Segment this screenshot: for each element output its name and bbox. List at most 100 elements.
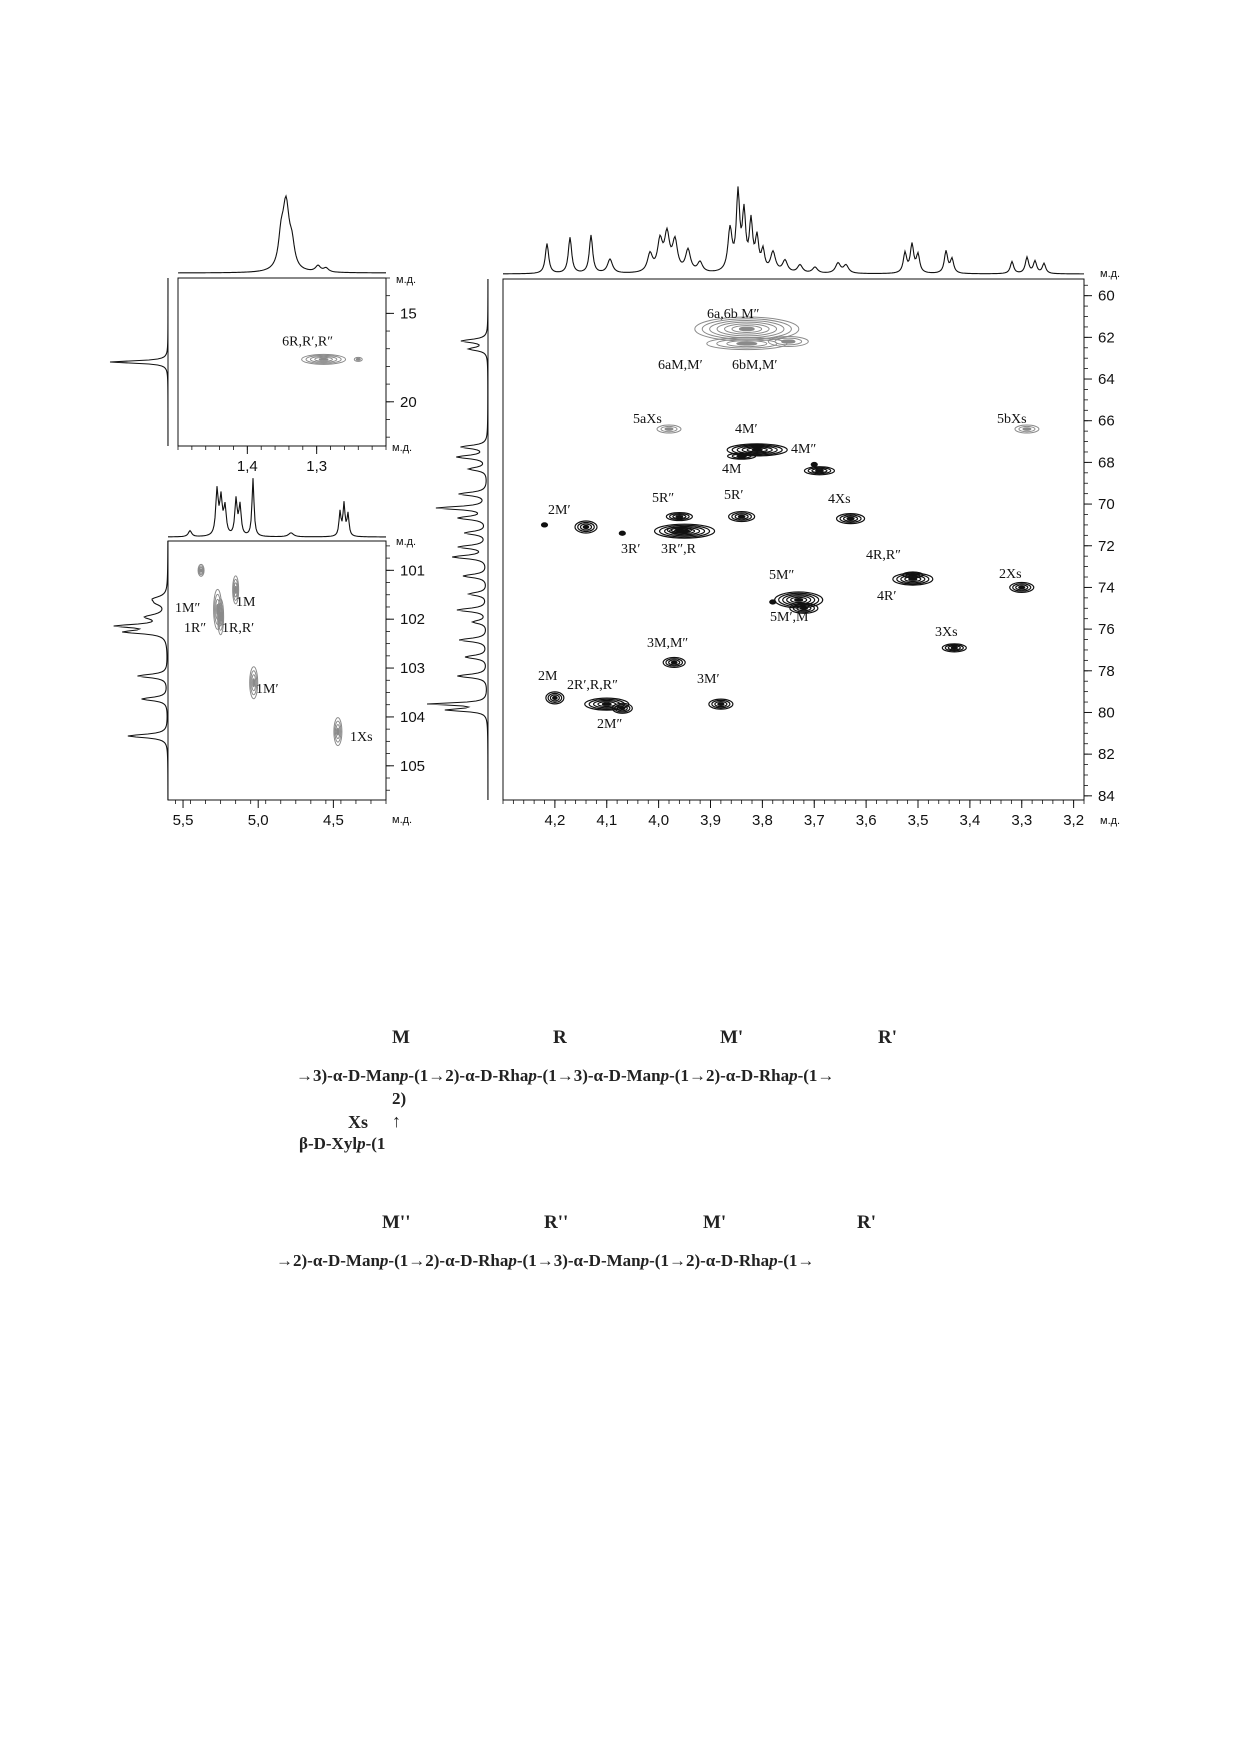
contour-ring (727, 452, 757, 460)
contour-ring (653, 523, 716, 539)
structure1-branch-name: Xs (348, 1112, 369, 1132)
unit-label-r-prime: R' (878, 1027, 897, 1048)
contour-ring (789, 602, 819, 614)
contour-ring (796, 605, 812, 612)
peak-label: 2R′,R,R″ (567, 678, 618, 693)
y-tick-label: 20 (400, 394, 417, 411)
contour-ring (658, 524, 711, 538)
x-tick-label: 3,8 (752, 812, 773, 829)
contour-ring (540, 522, 549, 528)
carbon-projection (109, 278, 169, 446)
peak-label: 2Xs (999, 567, 1022, 582)
cross-peak (301, 353, 347, 365)
x-tick-label: 3,2 (1063, 812, 1084, 829)
contour-ring (716, 321, 778, 337)
unit-label-m-prime: M' (720, 1027, 744, 1048)
contour-ring (234, 585, 237, 594)
x-unit-label: м.д. (392, 814, 412, 826)
cross-peak (666, 526, 692, 534)
cross-peak (662, 656, 686, 669)
contour-ring (731, 325, 763, 333)
peak-label: 1M′ (256, 682, 279, 697)
contour-ring (614, 703, 631, 713)
cross-peak (197, 563, 205, 577)
y-tick-label: 62 (1098, 329, 1115, 346)
y-tick-label: 60 (1098, 288, 1115, 305)
contour-ring (781, 339, 796, 344)
y-unit-label: м.д. (396, 536, 416, 548)
contour-ring (746, 447, 768, 453)
unit-label-m-double-prime: M'' (382, 1212, 411, 1233)
x-unit-label: м.д. (392, 442, 412, 454)
peak-label: 1Xs (350, 730, 373, 745)
contour-ring (336, 727, 340, 736)
y-tick-label: 84 (1098, 788, 1115, 805)
contour-ring (656, 424, 682, 434)
contour-ring (842, 515, 859, 522)
contour-ring (232, 575, 240, 605)
y-tick-label: 64 (1098, 371, 1115, 388)
peak-label: 5aXs (633, 412, 662, 427)
contour-ring (318, 357, 329, 361)
unit-label-m-prime-2: M' (703, 1212, 727, 1233)
contour-ring (664, 427, 674, 431)
y-tick-label: 15 (400, 305, 417, 322)
contour-ring (660, 425, 678, 433)
peak-label: 4R,R″ (866, 548, 901, 563)
contour-ring (724, 323, 770, 335)
cross-peak (217, 598, 225, 636)
peak-label: 6R,R′,R″ (282, 334, 333, 349)
cross-peak (611, 702, 633, 714)
cross-peak (656, 424, 682, 434)
contour-ring (663, 525, 706, 537)
cross-peak (803, 466, 836, 476)
contour-ring (807, 467, 832, 475)
peak-label: 1M″ (175, 601, 200, 616)
y-tick-label: 80 (1098, 704, 1115, 721)
contour-ring (334, 720, 342, 743)
peak-label: 1M (236, 595, 256, 610)
peak-label: 6a,6b M″ (707, 307, 760, 322)
contour-ring (616, 705, 628, 712)
cross-peak (727, 452, 757, 460)
y-tick-label: 72 (1098, 538, 1115, 555)
structure1-branch-chain: β-D-Xylp-(1 (299, 1134, 386, 1153)
peak-label: 1R,R′ (222, 621, 254, 636)
x-tick-label: 1,3 (306, 458, 327, 475)
contour-ring (839, 514, 862, 524)
contour-ring (908, 573, 917, 577)
x-tick-label: 3,9 (700, 812, 721, 829)
peak-label: 2M″ (597, 717, 622, 732)
contour-ring (731, 444, 783, 456)
proton-projection (167, 478, 386, 538)
minor-cross-peak (540, 522, 549, 528)
y-tick-label: 76 (1098, 621, 1115, 638)
peak-label: 6aM,M′ (658, 358, 703, 373)
contour-ring (944, 644, 964, 652)
carbon-projection (427, 279, 489, 800)
contour-ring (574, 520, 598, 534)
peak-label: 2M (538, 669, 558, 684)
x-tick-label: 3,4 (959, 812, 980, 829)
contour-ring (790, 596, 808, 604)
contour-ring (941, 643, 967, 653)
contour-ring (737, 514, 746, 519)
contour-ring (666, 526, 692, 534)
contour-ring (902, 571, 924, 579)
cross-peak (902, 571, 924, 579)
contour-ring (769, 599, 777, 605)
contour-ring (198, 565, 204, 576)
y-tick-label: 102 (400, 611, 425, 628)
contour-ring (611, 702, 633, 714)
x-unit-label: м.д. (1100, 815, 1120, 827)
x-tick-label: 4,1 (596, 812, 617, 829)
contour-ring (794, 598, 804, 602)
contour-ring (314, 356, 333, 362)
minor-cross-peak (618, 530, 626, 536)
contour-ring (662, 656, 686, 669)
contour-ring (197, 563, 205, 577)
contour-ring (668, 659, 681, 666)
